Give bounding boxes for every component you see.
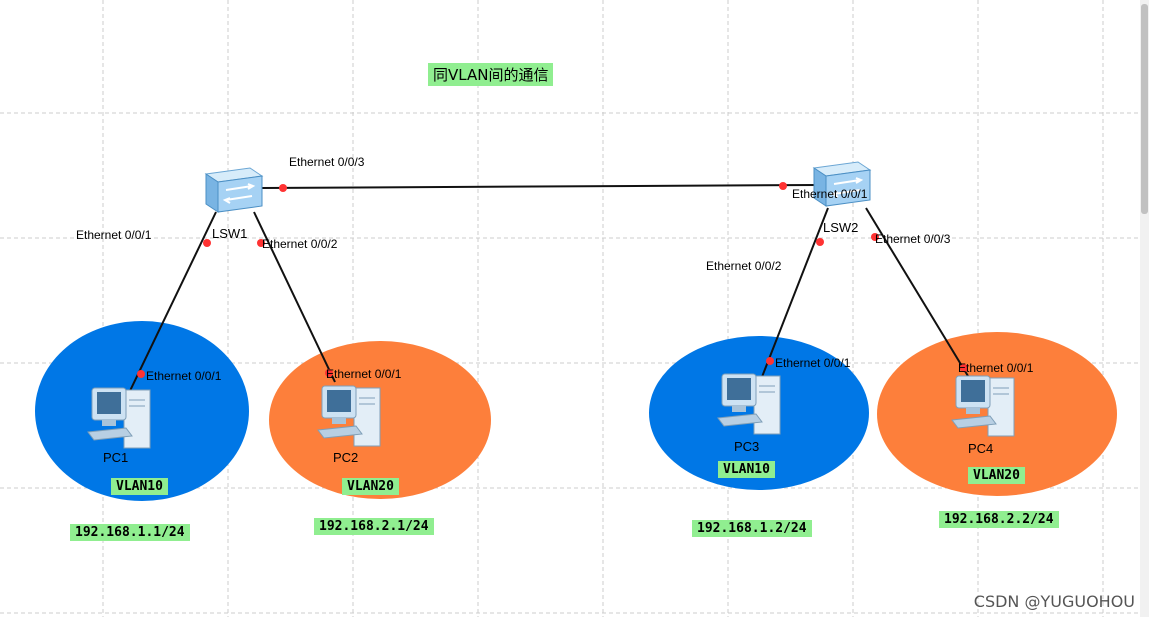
ip-address-label: 192.168.2.1/24 [314,518,434,535]
vlan-tag: VLAN20 [968,467,1025,484]
pc-label-pc1: PC1 [103,450,129,465]
links [127,184,969,396]
link-sw1-sw2[interactable] [261,184,819,189]
pc-icon[interactable] [717,373,781,435]
vertical-scrollbar[interactable] [1140,0,1149,617]
port-label: Ethernet 0/0/1 [792,187,868,201]
ip-address-label: 192.168.1.2/24 [692,520,812,537]
port-label: Ethernet 0/0/1 [76,228,152,242]
scrollbar-thumb[interactable] [1141,4,1148,214]
switch-label-lsw2: LSW2 [823,220,859,235]
switch-icon[interactable] [812,161,872,207]
watermark: CSDN @YUGUOHOU [973,592,1135,611]
link-sw2-pc4[interactable] [865,207,969,377]
switch-label-lsw1: LSW1 [212,226,248,241]
vlan-tag: VLAN10 [718,461,775,478]
pc-icon[interactable] [317,385,381,447]
port-label: Ethernet 0/0/1 [326,367,402,381]
ip-address-label: 192.168.2.2/24 [939,511,1059,528]
link-sw1-pc2[interactable] [253,211,336,383]
port-label: Ethernet 0/0/1 [146,369,222,383]
port-label: Ethernet 0/0/2 [706,259,782,273]
port-label: Ethernet 0/0/1 [958,361,1034,375]
pc-icon[interactable] [951,375,1015,437]
link-sw2-pc3[interactable] [759,207,829,383]
link-sw1-pc1[interactable] [127,211,217,396]
pc-label-pc3: PC3 [734,439,760,454]
pc-label-pc4: PC4 [968,441,994,456]
port-label: Ethernet 0/0/1 [775,356,851,370]
port-label: Ethernet 0/0/3 [289,155,365,169]
vlan-tag: VLAN20 [342,478,399,495]
pc-icon[interactable] [87,387,151,449]
port-dots [137,182,968,378]
port-label: Ethernet 0/0/3 [875,232,951,246]
vlan-tag: VLAN10 [111,478,168,495]
switch-icon[interactable] [204,167,264,213]
diagram-title: 同VLAN间的通信 [428,63,554,86]
pc-label-pc2: PC2 [333,450,359,465]
port-label: Ethernet 0/0/2 [262,237,338,251]
ip-address-label: 192.168.1.1/24 [70,524,190,541]
